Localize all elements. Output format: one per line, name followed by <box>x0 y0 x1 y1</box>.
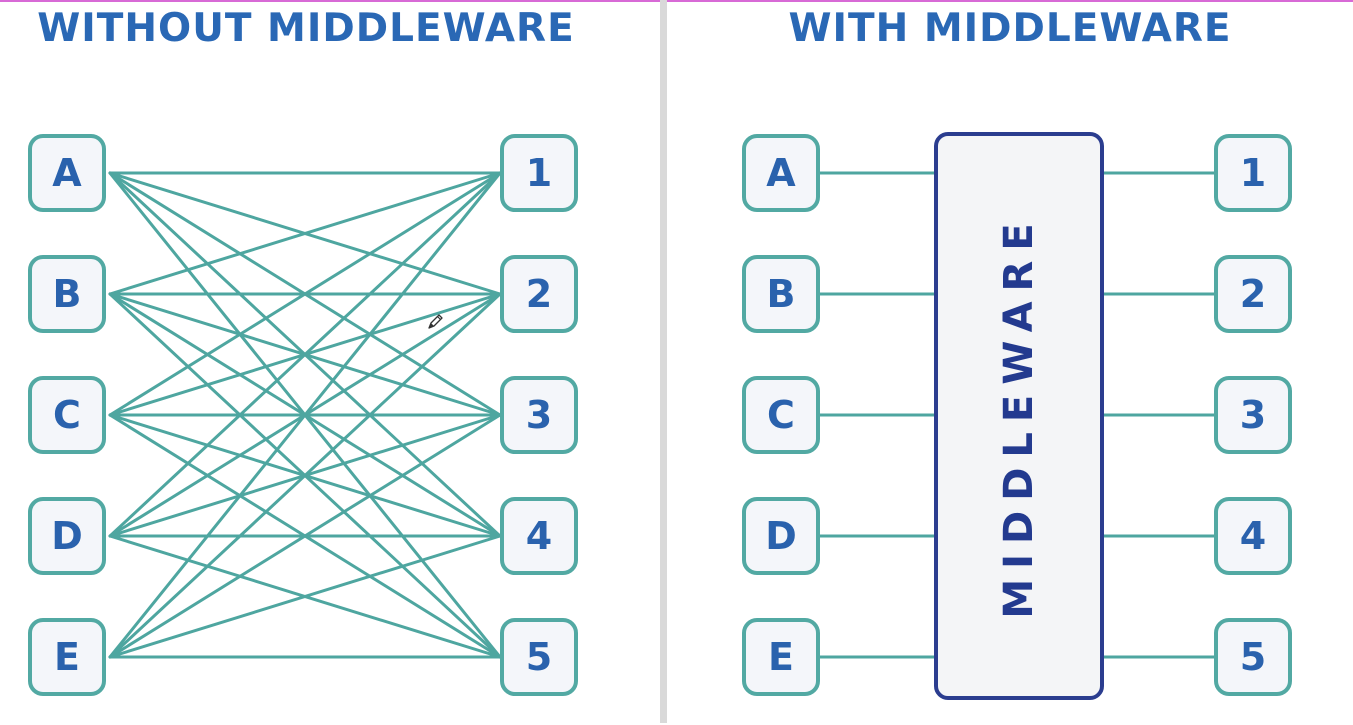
right-node-4: 4 <box>1214 497 1292 575</box>
link-e-4 <box>108 534 502 659</box>
right-node-c: C <box>742 376 820 454</box>
left-node-a: A <box>28 134 106 212</box>
left-node-3: 3 <box>500 376 578 454</box>
left-node-b: B <box>28 255 106 333</box>
left-node-c: C <box>28 376 106 454</box>
right-node-1: 1 <box>1214 134 1292 212</box>
left-node-d: D <box>28 497 106 575</box>
right-node-d: D <box>742 497 820 575</box>
pencil-cursor-icon <box>428 314 443 329</box>
right-node-3: 3 <box>1214 376 1292 454</box>
panel-with-middleware: WITH MIDDLEWARE A B C D E MIDDLEWARE 1 2… <box>667 0 1353 723</box>
link-b-1 <box>108 171 502 296</box>
middleware-label: MIDDLEWARE <box>996 213 1042 619</box>
title-with-middleware: WITH MIDDLEWARE <box>788 6 1232 51</box>
right-node-2: 2 <box>1214 255 1292 333</box>
left-node-2: 2 <box>500 255 578 333</box>
link-e-1 <box>108 171 502 659</box>
right-node-e: E <box>742 618 820 696</box>
link-e-3 <box>108 413 502 659</box>
left-node-1: 1 <box>500 134 578 212</box>
right-node-5: 5 <box>1214 618 1292 696</box>
title-without-middleware: WITHOUT MIDDLEWARE <box>37 6 575 51</box>
left-node-5: 5 <box>500 618 578 696</box>
panel-divider <box>660 0 667 723</box>
mesh-connections <box>108 171 502 659</box>
panel-without-middleware: WITHOUT MIDDLEWARE A B C D E 1 2 3 4 5 <box>0 0 660 723</box>
right-node-b: B <box>742 255 820 333</box>
link-d-1 <box>108 171 502 538</box>
right-node-a: A <box>742 134 820 212</box>
link-c-1 <box>108 171 502 417</box>
left-node-e: E <box>28 618 106 696</box>
middleware-connections <box>820 171 1216 659</box>
link-e-2 <box>108 292 502 659</box>
middleware-box: MIDDLEWARE <box>934 132 1104 700</box>
left-node-4: 4 <box>500 497 578 575</box>
